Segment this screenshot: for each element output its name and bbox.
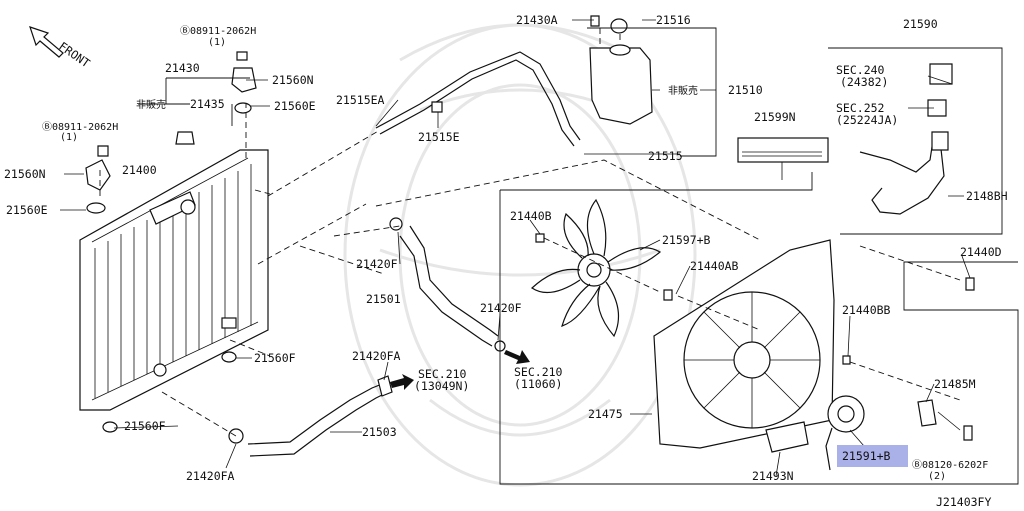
part-label-21510: 21510: [728, 83, 763, 97]
mount-bracket-icon: [85, 67, 257, 191]
part-label-21591b: 21591+B: [842, 449, 891, 463]
part-label-21560e-top: 21560E: [274, 99, 316, 113]
leader-lines: [60, 19, 971, 477]
part-label-21475: 21475: [588, 407, 623, 421]
part-label-21515ea: 21515EA: [336, 93, 385, 107]
part-label-21440d: 21440D: [960, 245, 1002, 259]
lower-hose-icon: [247, 383, 385, 457]
part-label-21597b: 21597+B: [662, 233, 711, 247]
part-label-08911-top: Ⓑ08911-2062H: [180, 25, 256, 37]
group-boxes: [138, 27, 1019, 485]
label-not-for-sale-2: 非販売: [668, 84, 698, 97]
part-label-21420f-top: 21420F: [356, 257, 398, 271]
part-label-highlight: [837, 445, 908, 467]
direction-arrow-icon: [390, 350, 530, 390]
part-label-21420f-mid: 21420F: [480, 301, 522, 315]
radiator-icon: [79, 149, 269, 411]
watermark-emblem: [343, 23, 697, 487]
part-label-21560n-top: 21560N: [272, 73, 314, 87]
part-label-21440bb: 21440BB: [842, 303, 891, 317]
part-label-21560f-bot: 21560F: [124, 419, 166, 433]
dashed-guide-lines: [99, 28, 961, 437]
front-arrow-icon: [29, 26, 64, 58]
section-label-240: SEC.240: [836, 63, 885, 77]
part-label-08911-left-qty: (1): [60, 132, 78, 143]
rubber-bushing-icon: [86, 102, 252, 433]
part-label-21503: 21503: [362, 425, 397, 439]
part-label-21560n-left: 21560N: [4, 167, 46, 181]
part-label-21515: 21515: [648, 149, 683, 163]
section-label-210-b-sub: (11060): [514, 377, 562, 391]
reservoir-tank-icon: [589, 18, 653, 125]
section-label-240-sub: (24382): [840, 75, 888, 89]
part-label-21493n: 21493N: [752, 469, 794, 483]
fan-motor-icon: [825, 395, 865, 471]
part-label-21590: 21590: [903, 17, 938, 31]
part-label-21515e: 21515E: [418, 130, 460, 144]
overflow-hose-icon: [375, 51, 581, 147]
part-label-2148bh: 2148BH: [966, 189, 1008, 203]
part-label-08120: Ⓑ08120-6202F: [912, 459, 988, 471]
part-label-21420fa-top: 21420FA: [352, 349, 401, 363]
part-label-21420fa-bot: 21420FA: [186, 469, 235, 483]
part-label-21599n: 21599N: [754, 110, 796, 124]
bolt-icon: [97, 15, 600, 157]
part-label-08911-left: Ⓑ08911-2062H: [42, 121, 118, 133]
part-label-21430: 21430: [165, 61, 200, 75]
part-label-21560e-left: 21560E: [6, 203, 48, 217]
upper-hose-icon: [399, 225, 499, 347]
part-label-21430a: 21430A: [516, 13, 558, 27]
part-label-08120-qty: (2): [928, 471, 946, 482]
part-label-21501: 21501: [366, 292, 401, 306]
part-label-21485m: 21485M: [934, 377, 976, 391]
section-label-210-b: SEC.210: [514, 365, 563, 379]
part-label-21560f-mid: 21560F: [254, 351, 296, 365]
fan-blade-icon: [531, 198, 662, 338]
cap-icon: [175, 131, 195, 145]
fan-controller-icon: [765, 421, 809, 453]
part-label-21440ab: 21440AB: [690, 259, 739, 273]
section-label-252: SEC.252: [836, 101, 884, 115]
part-label-21400: 21400: [122, 163, 157, 177]
section-label-252-sub: (25224JA): [836, 113, 898, 127]
fan-shroud-icon: [653, 239, 835, 449]
diagram-code: J21403FY: [936, 495, 991, 509]
section-label-210-a: SEC.210: [418, 367, 467, 381]
part-label-08911-top-qty: (1): [208, 37, 226, 48]
caution-label-icon: [737, 137, 829, 163]
part-label-21516: 21516: [656, 13, 691, 27]
part-label-21435: 21435: [190, 97, 225, 111]
wire-harness-icon: [859, 131, 949, 215]
screw-icon: [535, 233, 975, 441]
bracket-icon: [917, 399, 937, 427]
section-label-210-a-sub: (13049N): [414, 379, 469, 393]
relay-icon: [927, 63, 953, 117]
label-not-for-sale-1: 非販売: [136, 98, 166, 111]
part-label-21440b: 21440B: [510, 209, 552, 223]
